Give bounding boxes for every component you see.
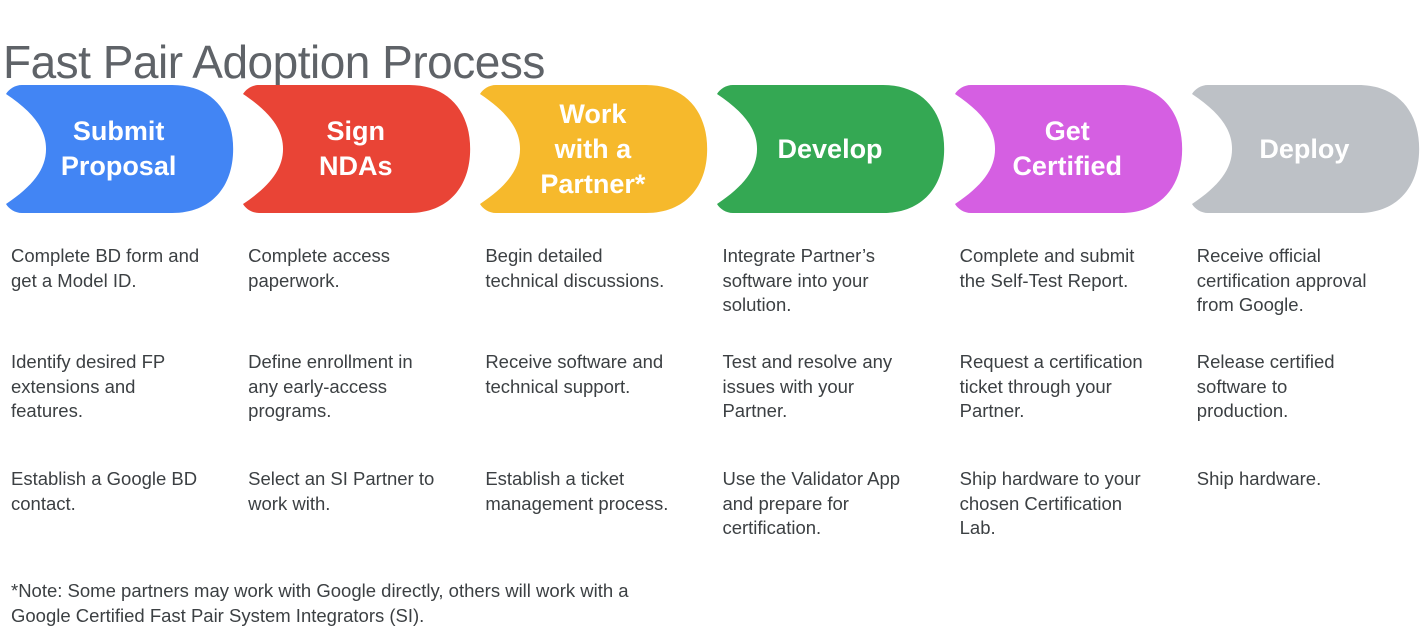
stage-chevron — [243, 85, 471, 213]
stage-descriptions: Complete BD form and get a Model ID. Ide… — [0, 244, 1423, 541]
desc-item: Begin detailed technical discussions. — [485, 245, 665, 291]
desc-column-sign-ndas: Complete access paperwork. Define enroll… — [237, 244, 474, 541]
stage-chevron — [954, 85, 1182, 213]
stage-develop: Develop — [711, 85, 948, 213]
stage-shape-sign-ndas — [243, 85, 471, 213]
stage-work-with-partner: Work with a Partner* — [474, 85, 711, 213]
desc-item: Complete and submit the Self-Test Report… — [959, 245, 1135, 291]
stage-shape-develop — [717, 85, 945, 213]
desc-item: Establish a ticket management process. — [485, 468, 669, 514]
desc-item: Ship hardware to your chosen Certificati… — [959, 468, 1141, 538]
stage-shape-deploy — [1191, 85, 1419, 213]
desc-item: Select an SI Partner to work with. — [248, 468, 435, 514]
stage-shape-get-certified — [954, 85, 1182, 213]
desc-item: Identify desired FP extensions and featu… — [11, 351, 166, 421]
desc-item: Receive software and technical support. — [485, 351, 664, 397]
desc-column-get-certified: Complete and submit the Self-Test Report… — [949, 244, 1186, 541]
stage-sign-ndas: Sign NDAs — [237, 85, 474, 213]
stage-chevron — [480, 85, 708, 213]
desc-item: Use the Validator App and prepare for ce… — [722, 468, 901, 538]
desc-column-submit-proposal: Complete BD form and get a Model ID. Ide… — [0, 244, 237, 541]
footnote: *Note: Some partners may work with Googl… — [11, 580, 629, 626]
desc-item: Request a certification ticket through y… — [959, 351, 1143, 421]
page-title: Fast Pair Adoption Process — [3, 35, 545, 88]
stage-chevron — [1191, 85, 1419, 213]
stage-submit-proposal: Submit Proposal — [0, 85, 237, 213]
desc-item: Release certified software to production… — [1196, 351, 1335, 421]
desc-item: Integrate Partner’s software into your s… — [722, 245, 876, 315]
stage-chevron — [717, 85, 945, 213]
process-band: Submit Proposal Sign NDAs Work with a Pa… — [0, 85, 1423, 213]
desc-column-develop: Integrate Partner’s software into your s… — [711, 244, 948, 541]
desc-column-deploy: Receive official certification approval … — [1186, 244, 1423, 541]
stage-get-certified: Get Certified — [949, 85, 1186, 213]
desc-item: Ship hardware. — [1196, 468, 1322, 489]
desc-item: Establish a Google BD contact. — [11, 468, 198, 514]
desc-item: Test and resolve any issues with your Pa… — [722, 351, 893, 421]
desc-item: Define enrollment in any early-access pr… — [248, 351, 413, 421]
desc-item: Complete access paperwork. — [248, 245, 391, 291]
stage-deploy: Deploy — [1186, 85, 1423, 213]
desc-item: Receive official certification approval … — [1196, 245, 1367, 315]
stage-shape-work-with-partner — [480, 85, 708, 213]
desc-item: Complete BD form and get a Model ID. — [11, 245, 200, 291]
stage-chevron — [6, 85, 234, 213]
stage-shape-submit-proposal — [6, 85, 234, 213]
desc-column-work-with-partner: Begin detailed technical discussions. Re… — [474, 244, 711, 541]
